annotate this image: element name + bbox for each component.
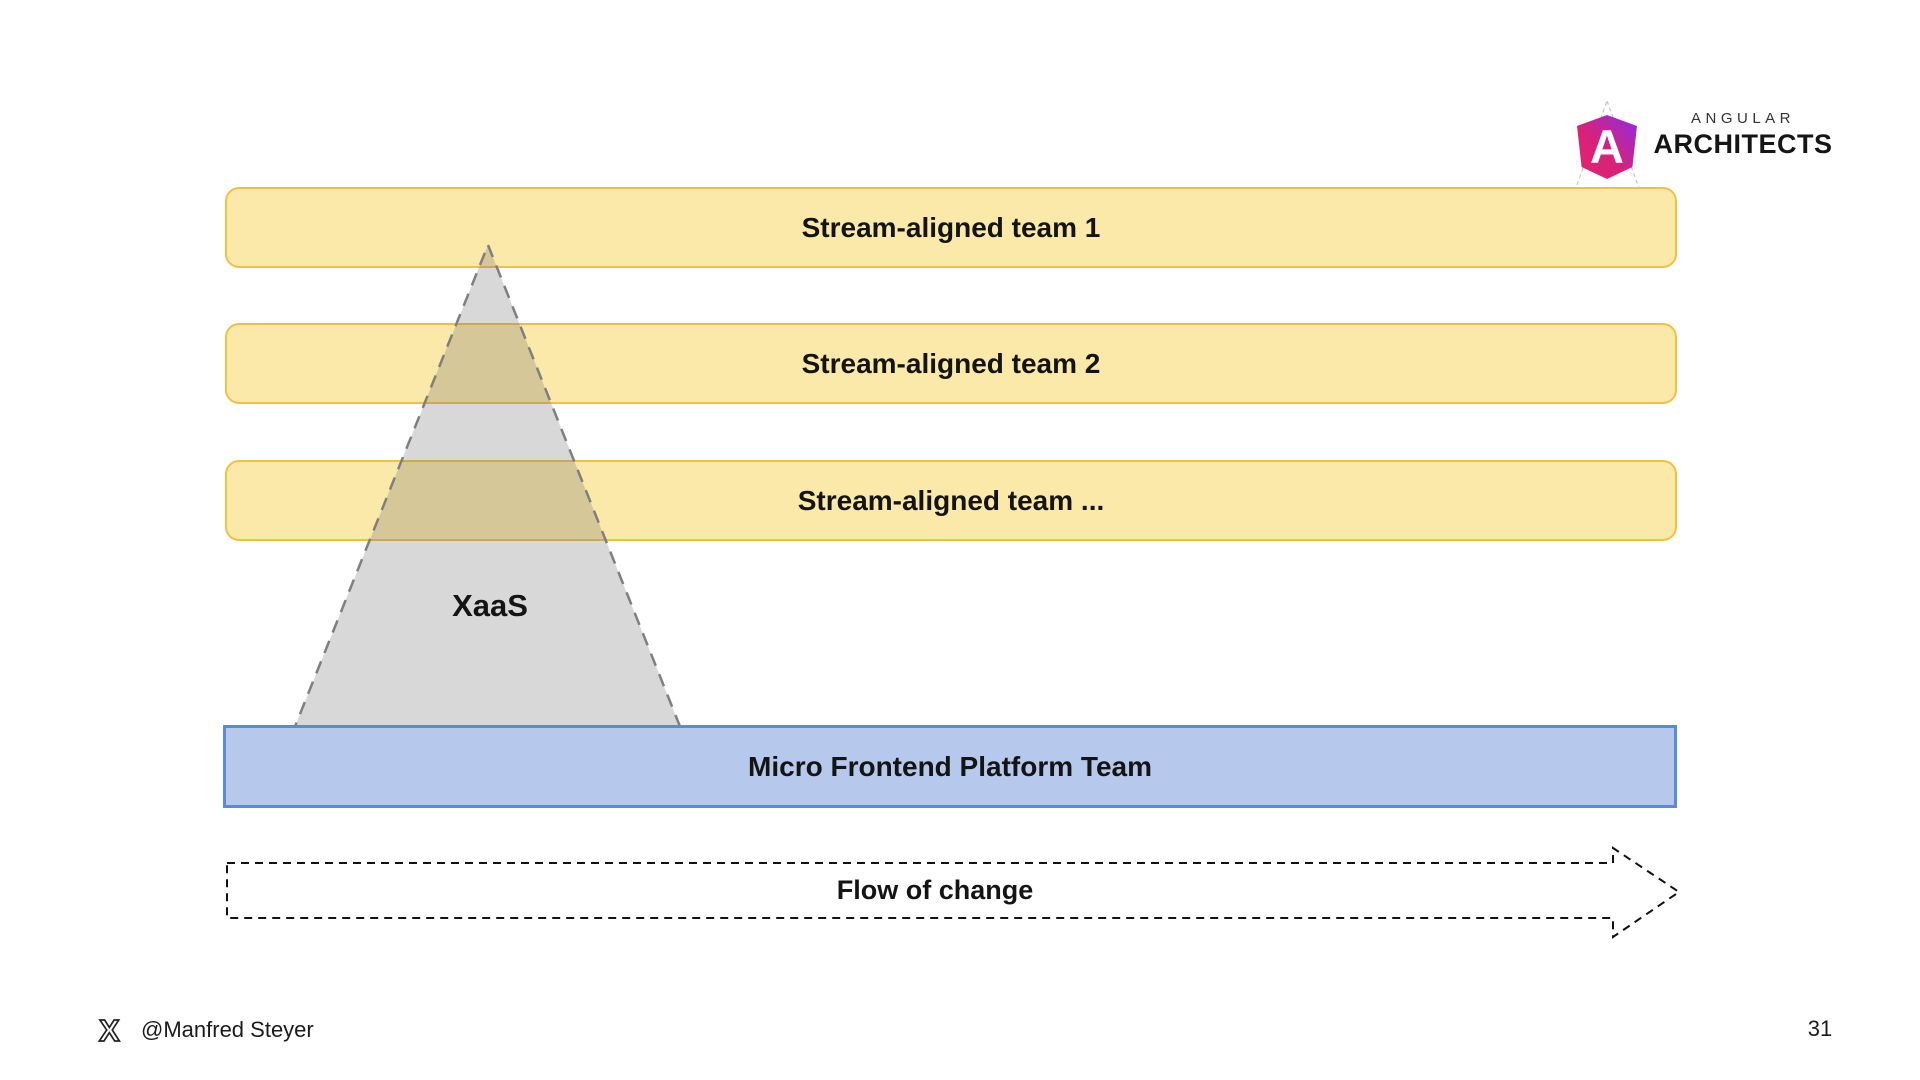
- logo-text-architects: ARCHITECTS: [1653, 129, 1833, 159]
- xaas-label: XaaS: [452, 588, 528, 623]
- flow-arrow-shape: [226, 846, 1681, 939]
- logo-text-angular: ANGULAR: [1690, 110, 1796, 127]
- attribution-handle: @Manfred Steyer: [141, 1017, 314, 1042]
- angular-shield-icon: A: [1572, 99, 1643, 197]
- logo-letter: A: [1590, 120, 1624, 173]
- svg-text:X: X: [99, 1013, 120, 1047]
- xaas-triangle-shape: [292, 241, 683, 731]
- logo-wordmark: ANGULAR ARCHITECTS: [1645, 110, 1841, 159]
- xaas-triangle: [292, 241, 683, 731]
- attribution: X @Manfred Steyer: [96, 1012, 314, 1048]
- stream-aligned-team-2-box: Stream-aligned team 2: [225, 323, 1677, 404]
- platform-team-label: Micro Frontend Platform Team: [748, 750, 1152, 782]
- x-twitter-icon: X: [98, 1013, 121, 1047]
- stream-aligned-team-etc-box: Stream-aligned team ...: [225, 460, 1677, 541]
- stream-aligned-team-2-label: Stream-aligned team 2: [801, 347, 1101, 379]
- page-number: 31: [1807, 1016, 1833, 1041]
- flow-of-change-arrow: [226, 846, 1681, 939]
- stream-aligned-team-etc-label: Stream-aligned team ...: [797, 484, 1105, 516]
- stream-aligned-team-1-label: Stream-aligned team 1: [801, 211, 1101, 243]
- angular-architects-logo: A ANGULAR ARCHITECTS: [1570, 96, 1860, 200]
- stream-aligned-team-1-box: Stream-aligned team 1: [225, 187, 1677, 268]
- shield-hexagon: [1577, 115, 1637, 179]
- flow-of-change-label: Flow of change: [836, 875, 1034, 905]
- platform-team-box: Micro Frontend Platform Team: [223, 725, 1677, 808]
